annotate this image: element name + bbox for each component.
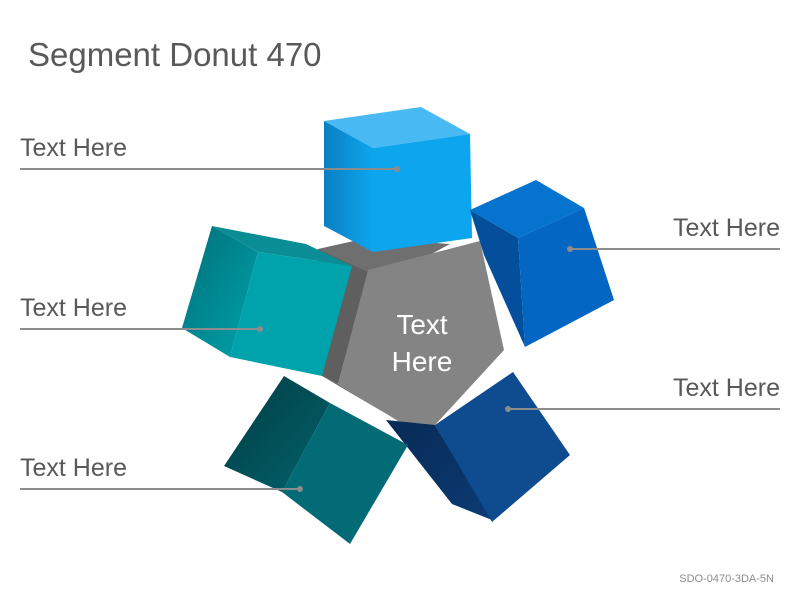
footer-code: SDO-0470-3DA-5N bbox=[679, 573, 774, 585]
leader-dot-2 bbox=[567, 246, 573, 252]
center-label-line-1: Text bbox=[396, 309, 448, 340]
segment-cube-left-bottom bbox=[224, 376, 408, 544]
leader-dot-4 bbox=[505, 406, 511, 412]
leader-dot-5 bbox=[297, 486, 303, 492]
segment-label-right-bottom: Text Here bbox=[673, 374, 780, 402]
center-label-line-2: Here bbox=[391, 346, 453, 377]
page-title: Segment Donut 470 bbox=[28, 36, 322, 73]
segment-cube-top bbox=[324, 107, 472, 252]
center-pentagon bbox=[318, 238, 504, 437]
segment-label-top: Text Here bbox=[20, 134, 127, 162]
segment-cube-right-top bbox=[470, 180, 614, 347]
leader-dot-3 bbox=[257, 326, 263, 332]
center-label: Text Here bbox=[362, 306, 482, 380]
leader-lines bbox=[20, 166, 780, 492]
segment-label-left-top: Text Here bbox=[20, 294, 127, 322]
segment-label-right-top: Text Here bbox=[673, 214, 780, 242]
segment-cube-left-top bbox=[182, 226, 352, 376]
leader-dot-1 bbox=[394, 166, 400, 172]
segment-label-left-bottom: Text Here bbox=[20, 454, 127, 482]
